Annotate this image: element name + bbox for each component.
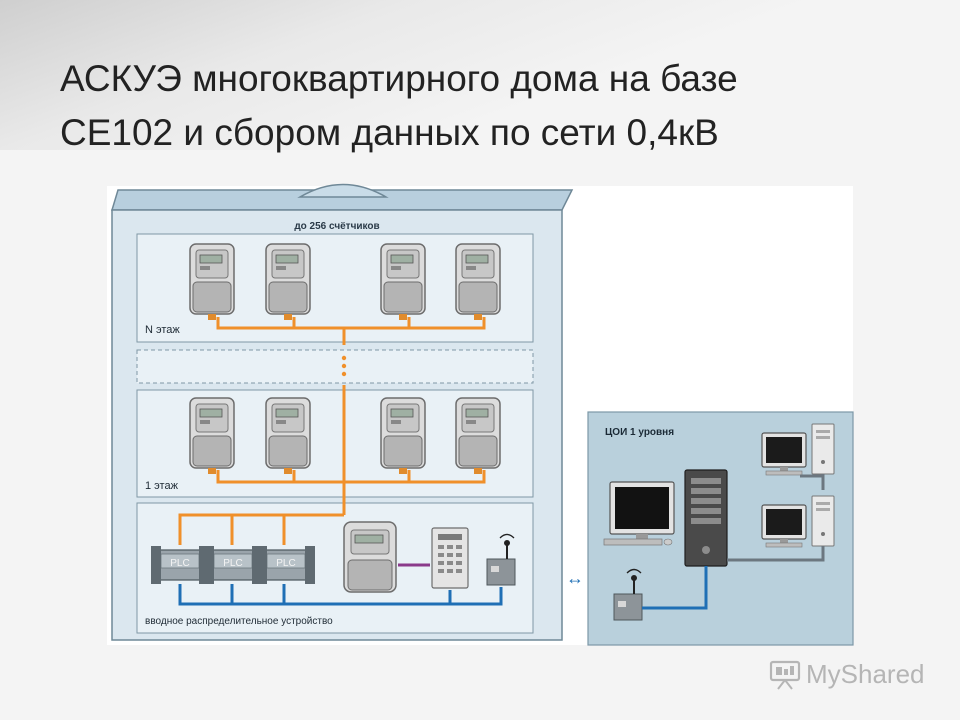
- input-device-label: вводное распределительное устройство: [145, 616, 333, 627]
- coi-network-lines: [727, 474, 825, 562]
- building-header-label: до 256 счётчиков: [294, 221, 379, 232]
- title-line-2: CE102 и сбором данных по сети 0,4кВ: [60, 112, 719, 153]
- meter-n-4: [455, 243, 501, 321]
- gsm-modem-building: [486, 533, 516, 586]
- orange-bus-floor-1: [178, 385, 486, 545]
- plc-label-2: PLC: [223, 558, 242, 569]
- link-arrow: ↔: [566, 568, 584, 588]
- coi-blue-link: [642, 566, 708, 610]
- blue-bus: [178, 584, 503, 606]
- meter-1-2: [265, 397, 311, 475]
- workstation-2-tower: [811, 495, 835, 547]
- orange-bus-n-floor: [216, 317, 486, 345]
- continuation-dots: [341, 355, 347, 377]
- floor-n-label: N этаж: [145, 324, 180, 336]
- meter-n-1: [189, 243, 235, 321]
- main-monitor: [603, 481, 675, 546]
- background-shade: [0, 0, 960, 150]
- roof-dome: [297, 183, 389, 198]
- watermark-text: MyShared: [806, 658, 925, 689]
- presentation-logo-icon: [769, 660, 801, 690]
- plc-label-3: PLC: [276, 558, 295, 569]
- data-concentrator: [431, 527, 469, 589]
- meter-1-1: [189, 397, 235, 475]
- floor-gap-panel: [136, 349, 534, 384]
- meter-1-4: [455, 397, 501, 475]
- title-line-1: АСКУЭ многоквартирного дома на базе: [60, 58, 738, 99]
- meter-1-3: [380, 397, 426, 475]
- gsm-modem-coi: [613, 568, 643, 621]
- server-tower: [684, 469, 728, 567]
- watermark: MyShared: [768, 656, 925, 692]
- slide-title: АСКУЭ многоквартирного дома на базе CE10…: [60, 52, 738, 160]
- workstation-1-tower: [811, 423, 835, 475]
- input-meter: [343, 521, 397, 593]
- meter-n-3: [380, 243, 426, 321]
- meter-n-2: [265, 243, 311, 321]
- plc-label-1: PLC: [170, 558, 189, 569]
- floor-1-label: 1 этаж: [145, 480, 179, 492]
- coi-label: ЦОИ 1 уровня: [605, 427, 674, 438]
